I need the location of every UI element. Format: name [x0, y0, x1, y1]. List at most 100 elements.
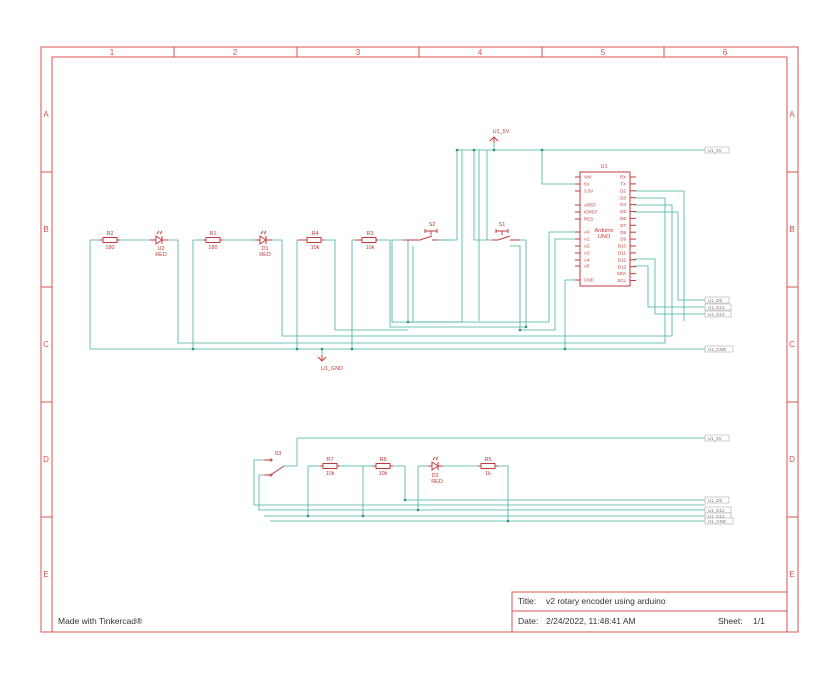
component-value: 10k — [311, 245, 320, 251]
net-label-gnd-bottom: U1_GND — [704, 517, 734, 525]
component-value: RED — [155, 252, 167, 258]
led-u2: U2 RED — [150, 230, 168, 258]
pin-label: A2 — [584, 244, 590, 249]
row-marker: D — [789, 455, 795, 464]
net-label-gnd: U1_GND — [704, 345, 734, 353]
ground-symbol: U1_GND — [317, 355, 343, 372]
svg-text:U1_D5: U1_D5 — [708, 298, 723, 303]
column-marker: 5 — [601, 48, 606, 57]
pin-label: D4 — [620, 202, 626, 207]
svg-text:U1_GND: U1_GND — [708, 347, 727, 352]
column-marker: 6 — [723, 48, 728, 57]
column-marker: 3 — [356, 48, 361, 57]
row-marker: C — [789, 340, 795, 349]
pushbutton-s1: S1 — [492, 222, 520, 241]
pin-label: D10 — [618, 244, 627, 249]
pin-label: AREF — [584, 203, 596, 208]
junction-dots — [191, 148, 567, 523]
column-marker: 4 — [478, 48, 483, 57]
power-symbol-5v: U1_5V — [489, 129, 510, 143]
svg-text:U1_D12: U1_D12 — [708, 305, 725, 310]
pin-label: RX — [620, 175, 626, 180]
component-ref: U2 — [157, 246, 164, 252]
component-value: RED — [431, 479, 443, 485]
made-with-label: Made with Tinkercad® — [58, 616, 143, 626]
component-name: Arduino — [595, 228, 614, 234]
pin-label: A4 — [584, 258, 590, 263]
component-value: 10k — [366, 245, 375, 251]
pin-label: RES — [584, 217, 593, 222]
component-ref: S3 — [275, 451, 282, 457]
lower-circuit-wires — [253, 437, 705, 522]
component-value: 180 — [208, 245, 217, 251]
pin-label: TX — [620, 182, 626, 187]
title-value: v2 rotary encoder using arduino — [546, 596, 666, 606]
column-markers: 1 2 3 4 5 6 — [110, 48, 728, 57]
component-ref: D3 — [431, 473, 438, 479]
component-ref: R3 — [366, 231, 373, 237]
pin-label: A1 — [584, 237, 590, 242]
pin-label: SCL — [617, 278, 626, 283]
power-label: U1_5V — [493, 129, 510, 135]
resistor-r5: R5 1k — [478, 457, 498, 477]
pushbutton-s2: S2 — [403, 222, 438, 241]
switch-s3: S3 — [264, 451, 285, 477]
svg-text:U1_D13: U1_D13 — [708, 514, 725, 519]
net-label-d12: U1_D12 — [704, 303, 732, 311]
resistor-r7: R7 10k — [320, 457, 340, 477]
resistor-r2: R2 180 — [100, 231, 120, 251]
title-block: Title: v2 rotary encoder using arduino D… — [511, 591, 788, 633]
led-d1: D1 RED — [255, 230, 272, 258]
row-marker: B — [43, 225, 48, 234]
pin-label: A3 — [584, 251, 590, 256]
pin-label: D6 — [620, 216, 626, 221]
component-ref: R4 — [311, 231, 318, 237]
component-ref: S2 — [429, 222, 436, 228]
led-d3: D3 RED — [428, 456, 443, 485]
component-ref: R2 — [106, 231, 113, 237]
svg-text:U1_D13: U1_D13 — [708, 312, 725, 317]
component-value: 180 — [105, 245, 114, 251]
svg-text:U1_D12: U1_D12 — [708, 508, 725, 513]
net-labels: U1_5V U1_D5 U1_D12 U1_D13 U1_GND U1_5V U… — [704, 146, 734, 525]
row-marker: C — [43, 340, 49, 349]
resistor-r1: R1 180 — [203, 231, 223, 251]
svg-text:U1_5V: U1_5V — [708, 436, 722, 441]
component-value: 10k — [326, 471, 335, 477]
net-label-5v-bottom: U1_5V — [704, 434, 730, 442]
upper-circuit-wires — [89, 143, 705, 357]
component-value: 1k — [485, 471, 491, 477]
row-marker: A — [43, 110, 49, 119]
net-label-d13: U1_D13 — [704, 310, 732, 318]
component-ref: R1 — [209, 231, 216, 237]
pin-label: VIN — [584, 175, 592, 180]
pin-label: D2 — [620, 188, 626, 193]
column-marker: 1 — [110, 48, 115, 57]
pin-label: D9 — [620, 237, 626, 242]
row-marker: B — [789, 225, 794, 234]
arduino-uno-u1: U1 Arduino UNO VIN5V3.3VAREFIOREFRESA0A1… — [575, 164, 636, 287]
pin-label: D7 — [620, 223, 626, 228]
component-ref: D1 — [261, 246, 268, 252]
net-label-5v-top: U1_5V — [704, 146, 730, 154]
net-label-d5: U1_D5 — [704, 296, 730, 304]
pin-label: D3 — [620, 195, 626, 200]
component-ref: R8 — [379, 457, 386, 463]
resistor-r8: R8 10k — [373, 457, 393, 477]
component-ref: U1 — [600, 164, 607, 170]
row-marker: E — [43, 570, 48, 579]
row-marker: E — [789, 570, 794, 579]
pin-label: D12 — [618, 257, 627, 262]
pin-label: GND — [584, 278, 595, 283]
sheet-value: 1/1 — [753, 616, 765, 626]
pin-label: D11 — [618, 251, 626, 256]
svg-text:U1_D5: U1_D5 — [708, 498, 723, 503]
row-marker: D — [43, 455, 49, 464]
pin-label: D5 — [620, 209, 626, 214]
pin-label: 5V — [584, 182, 590, 187]
component-value: RED — [259, 252, 271, 258]
pin-label: A0 — [584, 230, 590, 235]
resistor-r4: R4 10k — [298, 231, 324, 251]
